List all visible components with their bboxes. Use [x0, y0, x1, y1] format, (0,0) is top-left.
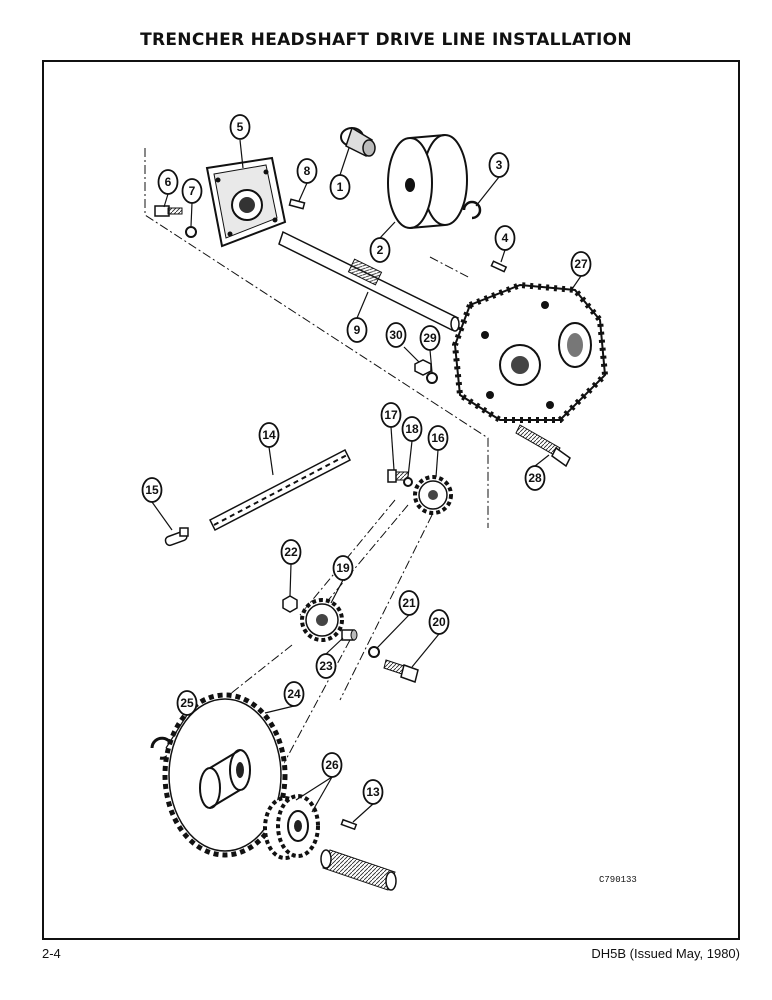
- sprocket-16: [413, 475, 453, 515]
- idler-sprocket-19: [300, 598, 344, 642]
- callout-23: 23: [315, 653, 337, 679]
- document-reference: DH5B (Issued May, 1980): [591, 946, 740, 961]
- callout-1: 1: [329, 174, 351, 200]
- bolt-20: [383, 659, 419, 683]
- lock-washer-7: [185, 226, 197, 238]
- callout-label: 27: [574, 257, 588, 271]
- page-number: 2-4: [42, 946, 61, 961]
- roller-chain: [208, 448, 352, 532]
- callout-20: 20: [428, 609, 450, 635]
- callout-15: 15: [141, 477, 163, 503]
- callout-label: 22: [284, 545, 298, 559]
- callout-label: 5: [237, 120, 244, 134]
- callout-13: 13: [362, 779, 384, 805]
- callout-label: 14: [262, 428, 276, 442]
- callout-17: 17: [380, 402, 402, 428]
- double-sprocket-26: [263, 794, 320, 860]
- large-sprocket-24: [162, 692, 288, 858]
- callout-label: 30: [389, 328, 403, 342]
- nut-22: [282, 595, 298, 613]
- callout-label: 1: [337, 180, 344, 194]
- callout-label: 7: [189, 184, 196, 198]
- callout-label: 6: [165, 175, 172, 189]
- callout-label: 26: [325, 758, 339, 772]
- callout-6: 6: [157, 169, 179, 195]
- key-4: [490, 260, 508, 273]
- connecting-link: [164, 527, 189, 547]
- key-8: [288, 198, 306, 210]
- callout-label: 8: [304, 164, 311, 178]
- callouts: 1234567891314151617181920212223242526272…: [141, 114, 592, 805]
- callout-18: 18: [401, 416, 423, 442]
- coupling-drum: [387, 134, 468, 229]
- callout-label: 28: [528, 471, 542, 485]
- callout-29: 29: [419, 325, 441, 351]
- callout-24: 24: [283, 681, 305, 707]
- callout-label: 20: [432, 615, 446, 629]
- callout-label: 3: [496, 158, 503, 172]
- leader-lines: [151, 139, 582, 823]
- bushing: [340, 126, 376, 158]
- callout-16: 16: [427, 425, 449, 451]
- callout-28: 28: [524, 465, 546, 491]
- callout-30: 30: [385, 322, 407, 348]
- washer-21: [368, 646, 380, 658]
- callout-25: 25: [176, 690, 198, 716]
- callout-21: 21: [398, 590, 420, 616]
- callout-label: 29: [423, 331, 437, 345]
- callout-2: 2: [369, 237, 391, 263]
- washer-29: [426, 372, 438, 384]
- callout-label: 19: [336, 561, 350, 575]
- page-title: TRENCHER HEADSHAFT DRIVE LINE INSTALLATI…: [140, 30, 632, 50]
- splined-shaft: [278, 230, 460, 332]
- callout-14: 14: [258, 422, 280, 448]
- bolt-17: [387, 469, 409, 483]
- shaft-end: [320, 849, 397, 891]
- callout-label: 24: [287, 687, 301, 701]
- spacer-23: [341, 629, 358, 641]
- diagram-frame: [42, 60, 740, 940]
- callout-label: 15: [145, 483, 159, 497]
- callout-label: 17: [384, 408, 398, 422]
- callout-7: 7: [181, 178, 203, 204]
- callout-label: 23: [319, 659, 333, 673]
- callout-label: 18: [405, 422, 419, 436]
- callout-22: 22: [280, 539, 302, 565]
- washer-18: [403, 477, 413, 487]
- key-13: [340, 818, 358, 831]
- callout-8: 8: [296, 158, 318, 184]
- nut-30: [414, 359, 432, 376]
- callout-9: 9: [346, 317, 368, 343]
- callout-label: 21: [402, 596, 416, 610]
- callout-4: 4: [494, 225, 516, 251]
- callout-label: 4: [502, 231, 509, 245]
- callout-label: 9: [354, 323, 361, 337]
- gearbox: [451, 281, 609, 423]
- flange-bearing-plate: [205, 156, 287, 248]
- long-bolt-28: [515, 424, 571, 468]
- callout-label: 13: [366, 785, 380, 799]
- callout-label: 16: [431, 431, 445, 445]
- callout-26: 26: [321, 752, 343, 778]
- callout-label: 2: [377, 243, 384, 257]
- callout-3: 3: [488, 152, 510, 178]
- callout-label: 25: [180, 696, 194, 710]
- callout-5: 5: [229, 114, 251, 140]
- callout-27: 27: [570, 251, 592, 277]
- callout-19: 19: [332, 555, 354, 581]
- bolt-6: [154, 205, 183, 217]
- drawing-code: C790133: [599, 875, 637, 885]
